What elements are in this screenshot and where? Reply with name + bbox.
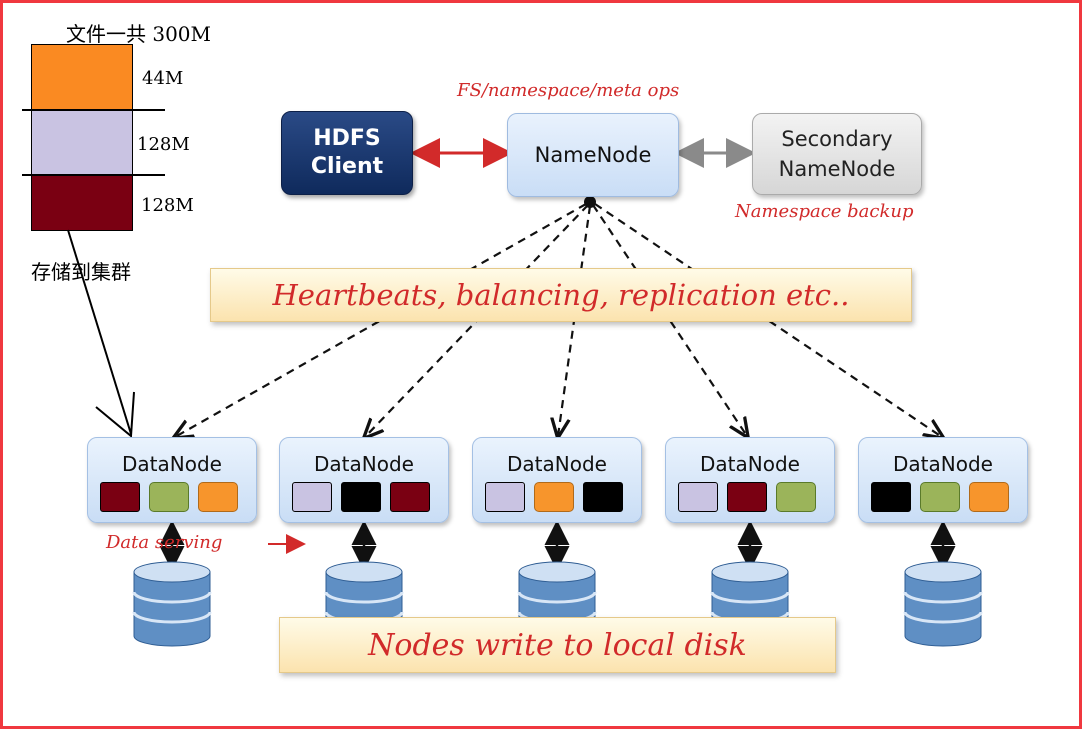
- block-orange: [969, 482, 1009, 512]
- datanode-blocks: [485, 482, 623, 512]
- disk-icon: [903, 561, 983, 647]
- block-orange: [198, 482, 238, 512]
- block-green: [920, 482, 960, 512]
- datanode-label: DataNode: [507, 452, 607, 476]
- datanode-5: DataNode: [858, 437, 1028, 523]
- datanode-2: DataNode: [279, 437, 449, 523]
- fs-ops-annotation: FS/namespace/meta ops: [457, 80, 680, 101]
- block-black: [583, 482, 623, 512]
- local-disk-text: Nodes write to local disk: [368, 627, 747, 663]
- file-total-label: 文件一共 300M: [66, 22, 212, 46]
- namespace-backup-annotation: Namespace backup: [735, 201, 914, 222]
- datanode-blocks: [100, 482, 238, 512]
- block-black: [871, 482, 911, 512]
- block-maroon: [100, 482, 140, 512]
- hdfs-client-node: HDFS Client: [281, 111, 413, 195]
- disk-icon: [132, 561, 212, 647]
- secondary-namenode-node: Secondary NameNode: [752, 113, 922, 195]
- block-lavender: [485, 482, 525, 512]
- datanode-label: DataNode: [314, 452, 414, 476]
- block-size-label: 128M: [141, 195, 194, 216]
- secondary-namenode-label: Secondary NameNode: [778, 127, 896, 181]
- block-green: [776, 482, 816, 512]
- datanode-4: DataNode: [665, 437, 835, 523]
- hdfs-client-label: HDFS Client: [310, 126, 384, 179]
- split-line: [22, 174, 165, 176]
- block-lavender: [292, 482, 332, 512]
- block-maroon: [727, 482, 767, 512]
- heartbeat-arrow-1: [175, 203, 587, 437]
- file-block-128m-second: [31, 175, 133, 231]
- datanode-blocks: [678, 482, 816, 512]
- datanode-label: DataNode: [893, 452, 993, 476]
- namenode-label: NameNode: [534, 143, 652, 167]
- block-size-label: 128M: [137, 134, 190, 155]
- store-arrow: [67, 229, 132, 435]
- store-arrow-head: [95, 391, 135, 439]
- block-lavender: [678, 482, 718, 512]
- data-serving-annotation: Data serving: [106, 532, 223, 553]
- block-orange: [534, 482, 574, 512]
- heartbeats-text: Heartbeats, balancing, replication etc..: [272, 278, 850, 312]
- heartbeat-arrow-4: [592, 204, 747, 436]
- datanode-3: DataNode: [472, 437, 642, 523]
- datanode-1: DataNode: [87, 437, 257, 523]
- block-maroon: [390, 482, 430, 512]
- datanode-label: DataNode: [700, 452, 800, 476]
- local-disk-banner: Nodes write to local disk: [279, 617, 836, 673]
- datanode-label: DataNode: [122, 452, 222, 476]
- split-line: [22, 109, 165, 111]
- file-block-44m: [31, 44, 133, 112]
- namenode-node: NameNode: [507, 113, 679, 197]
- datanode-blocks: [871, 482, 1009, 512]
- datanode-blocks: [292, 482, 430, 512]
- block-green: [149, 482, 189, 512]
- block-size-label: 44M: [142, 68, 184, 89]
- block-black: [341, 482, 381, 512]
- heartbeats-banner: Heartbeats, balancing, replication etc..: [210, 268, 912, 322]
